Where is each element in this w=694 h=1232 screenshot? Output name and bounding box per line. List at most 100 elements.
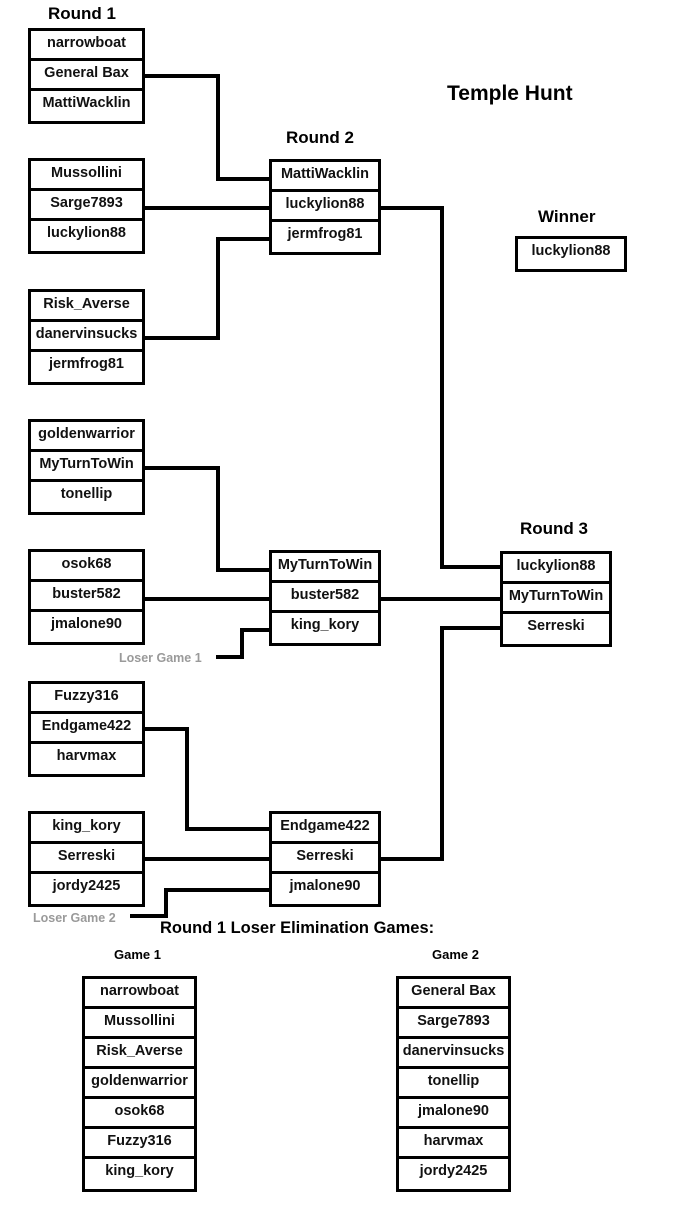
loser-game-1-slot-3[interactable]: Risk_Averse	[85, 1039, 194, 1069]
heading-round-2: Round 2	[286, 128, 354, 147]
round1-match-6: Fuzzy316 Endgame422 harvmax	[28, 681, 145, 777]
connector-r1m4-h1	[145, 466, 220, 470]
connector-losergame1-v	[240, 628, 244, 659]
loser-game-2-slot-5[interactable]: jmalone90	[399, 1099, 508, 1129]
round1-match-1-slot-1[interactable]: narrowboat	[31, 31, 142, 61]
heading-loser-section: Round 1 Loser Elimination Games:	[160, 919, 435, 937]
loser-game-1-slot-5[interactable]: osok68	[85, 1099, 194, 1129]
connector-r2m1-v	[440, 206, 444, 569]
loser-game-2-label: Loser Game 2	[33, 911, 116, 925]
round1-match-3-slot-1[interactable]: Risk_Averse	[31, 292, 142, 322]
connector-r1m6-h2	[185, 827, 269, 831]
page-title: Temple Hunt	[447, 82, 573, 105]
loser-game-2-slot-4[interactable]: tonellip	[399, 1069, 508, 1099]
round3-slot-3[interactable]: Serreski	[503, 614, 609, 644]
connector-r2m3-v	[440, 626, 444, 861]
connector-r1m4-v	[216, 466, 220, 572]
connector-losergame2-h2	[164, 888, 269, 892]
connector-r1m5-h	[145, 597, 269, 601]
round1-match-4-slot-3[interactable]: tonellip	[31, 482, 142, 512]
round2-match-1: MattiWacklin luckylion88 jermfrog81	[269, 159, 381, 255]
heading-game-2: Game 2	[432, 947, 479, 962]
connector-r1m3-h1	[145, 336, 220, 340]
loser-game-1-slot-1[interactable]: narrowboat	[85, 979, 194, 1009]
round1-match-2-slot-3[interactable]: luckylion88	[31, 221, 142, 251]
connector-r2m1-h2	[440, 565, 500, 569]
loser-game-1-label: Loser Game 1	[119, 651, 202, 665]
connector-r1m6-v	[185, 727, 189, 831]
connector-losergame1-h2	[240, 628, 269, 632]
connector-r1m1-v	[216, 74, 220, 181]
round1-match-4-slot-2[interactable]: MyTurnToWin	[31, 452, 142, 482]
connector-r1m1-h2	[216, 177, 269, 181]
connector-losergame2-v	[164, 888, 168, 918]
round1-match-2-slot-2[interactable]: Sarge7893	[31, 191, 142, 221]
connector-r2m1-h1	[381, 206, 444, 210]
connector-r1m7-h	[145, 857, 269, 861]
round2-match-2: MyTurnToWin buster582 king_kory	[269, 550, 381, 646]
round2-match-1-slot-1[interactable]: MattiWacklin	[272, 162, 378, 192]
round2-match-3: Endgame422 Serreski jmalone90	[269, 811, 381, 907]
round1-match-1-slot-3[interactable]: MattiWacklin	[31, 91, 142, 121]
round1-match-4-slot-1[interactable]: goldenwarrior	[31, 422, 142, 452]
connector-r1m3-h2	[216, 237, 269, 241]
round1-match-6-slot-3[interactable]: harvmax	[31, 744, 142, 774]
loser-game-2-slot-6[interactable]: harvmax	[399, 1129, 508, 1159]
winner-box: luckylion88	[515, 236, 627, 272]
round1-match-2-slot-1[interactable]: Mussollini	[31, 161, 142, 191]
round2-match-1-slot-2[interactable]: luckylion88	[272, 192, 378, 222]
connector-r1m6-h1	[145, 727, 189, 731]
round2-match-2-slot-3[interactable]: king_kory	[272, 613, 378, 643]
connector-losergame2-h1	[130, 914, 168, 918]
round1-match-1-slot-2[interactable]: General Bax	[31, 61, 142, 91]
loser-game-2-list: General Bax Sarge7893 danervinsucks tone…	[396, 976, 511, 1192]
heading-game-1: Game 1	[114, 947, 161, 962]
heading-round-3: Round 3	[520, 519, 588, 538]
round1-match-3: Risk_Averse danervinsucks jermfrog81	[28, 289, 145, 385]
round1-match-7: king_kory Serreski jordy2425	[28, 811, 145, 907]
connector-losergame1-h1	[216, 655, 244, 659]
round2-match-2-slot-2[interactable]: buster582	[272, 583, 378, 613]
round3-slot-2[interactable]: MyTurnToWin	[503, 584, 609, 614]
loser-game-2-slot-2[interactable]: Sarge7893	[399, 1009, 508, 1039]
round1-match-5: osok68 buster582 jmalone90	[28, 549, 145, 645]
heading-winner: Winner	[538, 207, 596, 226]
round1-match-6-slot-2[interactable]: Endgame422	[31, 714, 142, 744]
loser-game-1-slot-2[interactable]: Mussollini	[85, 1009, 194, 1039]
connector-r1m1-h1	[145, 74, 220, 78]
round2-match-3-slot-1[interactable]: Endgame422	[272, 814, 378, 844]
round2-match-3-slot-2[interactable]: Serreski	[272, 844, 378, 874]
winner-name[interactable]: luckylion88	[518, 239, 624, 269]
loser-game-1-slot-7[interactable]: king_kory	[85, 1159, 194, 1189]
round3-slot-1[interactable]: luckylion88	[503, 554, 609, 584]
round1-match-5-slot-1[interactable]: osok68	[31, 552, 142, 582]
round1-match-4: goldenwarrior MyTurnToWin tonellip	[28, 419, 145, 515]
round2-match-1-slot-3[interactable]: jermfrog81	[272, 222, 378, 252]
round1-match-5-slot-3[interactable]: jmalone90	[31, 612, 142, 642]
round1-match-3-slot-2[interactable]: danervinsucks	[31, 322, 142, 352]
connector-r1m2-h	[145, 206, 269, 210]
round1-match-7-slot-1[interactable]: king_kory	[31, 814, 142, 844]
loser-game-2-slot-3[interactable]: danervinsucks	[399, 1039, 508, 1069]
heading-round-1: Round 1	[48, 4, 116, 23]
loser-game-1-slot-6[interactable]: Fuzzy316	[85, 1129, 194, 1159]
loser-game-2-slot-7[interactable]: jordy2425	[399, 1159, 508, 1189]
round1-match-7-slot-2[interactable]: Serreski	[31, 844, 142, 874]
round1-match-2: Mussollini Sarge7893 luckylion88	[28, 158, 145, 254]
round1-match-7-slot-3[interactable]: jordy2425	[31, 874, 142, 904]
round1-match-5-slot-2[interactable]: buster582	[31, 582, 142, 612]
connector-r1m4-h2	[216, 568, 269, 572]
round1-match-6-slot-1[interactable]: Fuzzy316	[31, 684, 142, 714]
connector-r2m2-h	[381, 597, 500, 601]
round2-match-2-slot-1[interactable]: MyTurnToWin	[272, 553, 378, 583]
round1-match-3-slot-3[interactable]: jermfrog81	[31, 352, 142, 382]
loser-game-1-list: narrowboat Mussollini Risk_Averse golden…	[82, 976, 197, 1192]
connector-r2m3-h1	[381, 857, 444, 861]
connector-r1m3-v	[216, 237, 220, 340]
connector-r2m3-h2	[440, 626, 500, 630]
round3-match: luckylion88 MyTurnToWin Serreski	[500, 551, 612, 647]
loser-game-2-slot-1[interactable]: General Bax	[399, 979, 508, 1009]
loser-game-1-slot-4[interactable]: goldenwarrior	[85, 1069, 194, 1099]
round2-match-3-slot-3[interactable]: jmalone90	[272, 874, 378, 904]
